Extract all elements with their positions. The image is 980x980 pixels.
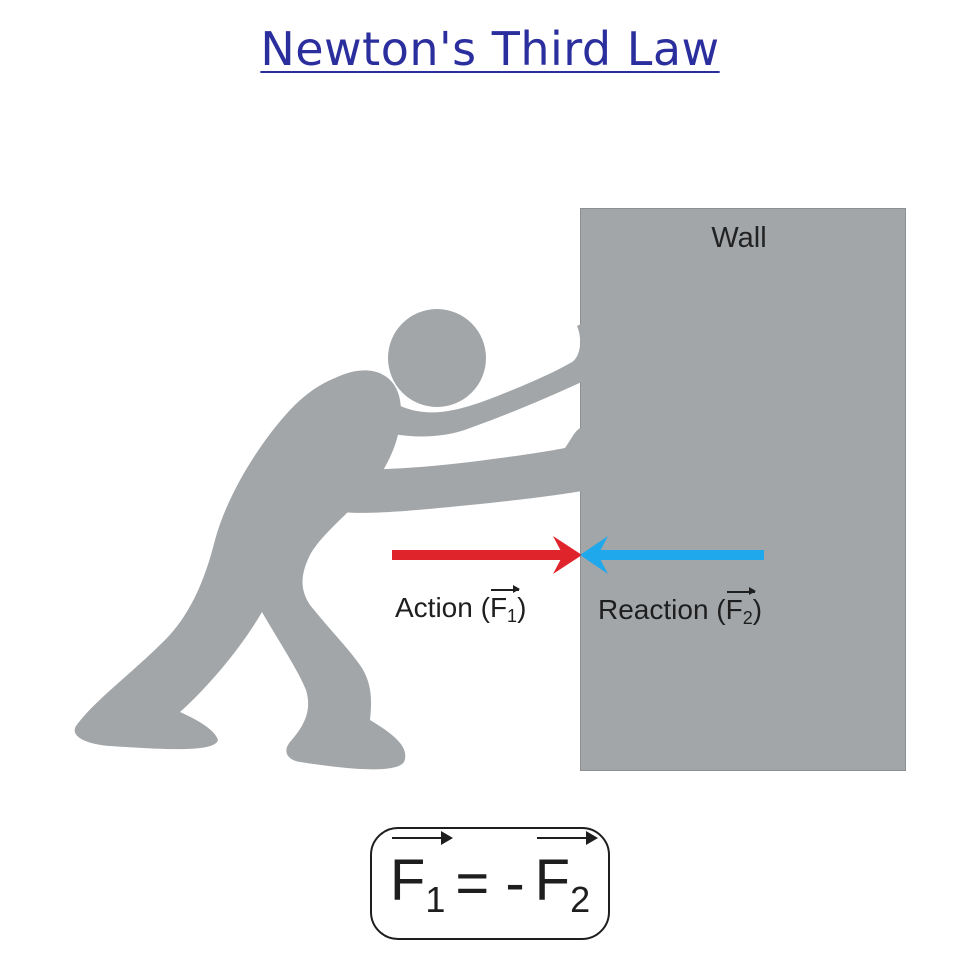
equation-lhs-symbol: F [389, 847, 426, 913]
person-pushing-icon [74, 309, 588, 770]
diagram-title: Newton's Third Law [260, 22, 720, 76]
equation-box: F1 = - F2 [370, 827, 610, 940]
equation-rhs-vector: F2 [534, 830, 599, 921]
action-arrow [392, 536, 582, 574]
equation-rhs-subscript: 2 [570, 878, 591, 920]
person-upper-arm [380, 322, 586, 437]
person-lower-arm [338, 428, 588, 513]
reaction-subscript: 2 [742, 608, 753, 628]
reaction-label: Reaction (F2) [598, 587, 763, 629]
action-label-text: Action ( [395, 592, 490, 623]
action-label: Action (F1) [395, 585, 527, 627]
action-subscript: 1 [507, 606, 518, 626]
equation-operator: = - [455, 851, 525, 916]
reaction-close-paren: ) [752, 594, 763, 625]
reaction-symbol: F [725, 594, 743, 625]
action-close-paren: ) [517, 592, 527, 623]
reaction-vector-symbol: F2 [725, 587, 756, 629]
equation-lhs-subscript: 1 [425, 878, 446, 920]
reaction-label-text: Reaction ( [598, 594, 726, 625]
wall [580, 208, 906, 771]
reaction-arrow [580, 536, 764, 574]
person-head [388, 309, 486, 407]
action-vector-symbol: F1 [489, 585, 521, 627]
wall-label: Wall [711, 222, 767, 254]
action-symbol: F [489, 592, 508, 623]
equation-rhs-symbol: F [534, 847, 571, 913]
person-body [74, 370, 406, 770]
equation-lhs-vector: F1 [389, 830, 454, 921]
